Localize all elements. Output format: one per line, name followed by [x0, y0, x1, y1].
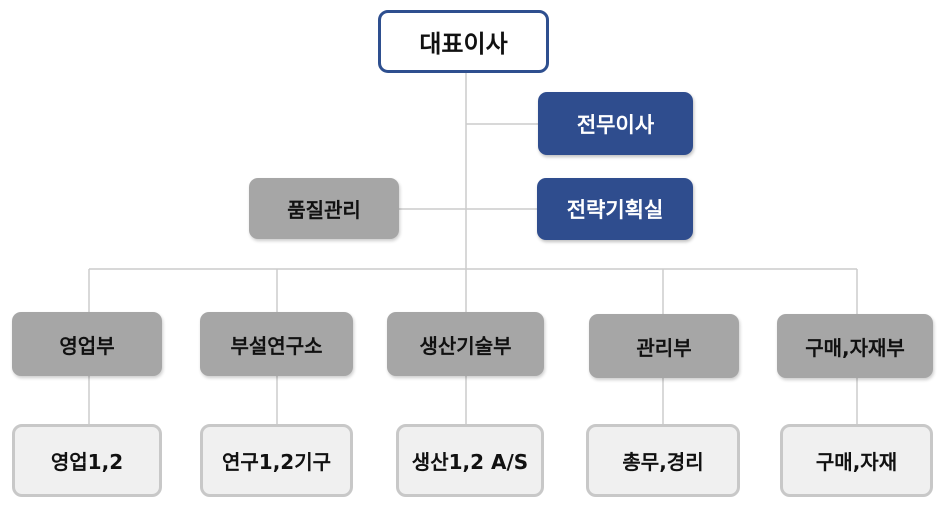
team-production-box: 생산1,2 A/S [396, 424, 544, 497]
ceo-box: 대표이사 [378, 10, 549, 73]
team-sales-box: 영업1,2 [12, 424, 162, 497]
department-sales-box: 영업부 [12, 312, 162, 376]
department-production-tech-box: 생산기술부 [387, 312, 544, 376]
strategy-office-box: 전략기획실 [537, 178, 693, 240]
team-purchasing-box: 구매,자재 [780, 424, 933, 497]
team-admin-accounting-box: 총무,경리 [586, 424, 740, 497]
executive-director-box: 전무이사 [538, 92, 693, 155]
department-purchasing-box: 구매,자재부 [777, 314, 933, 378]
team-research-box: 연구1,2기구 [200, 424, 353, 497]
department-management-box: 관리부 [589, 314, 739, 378]
quality-management-box: 품질관리 [249, 178, 399, 239]
department-research-lab-box: 부설연구소 [200, 312, 353, 376]
